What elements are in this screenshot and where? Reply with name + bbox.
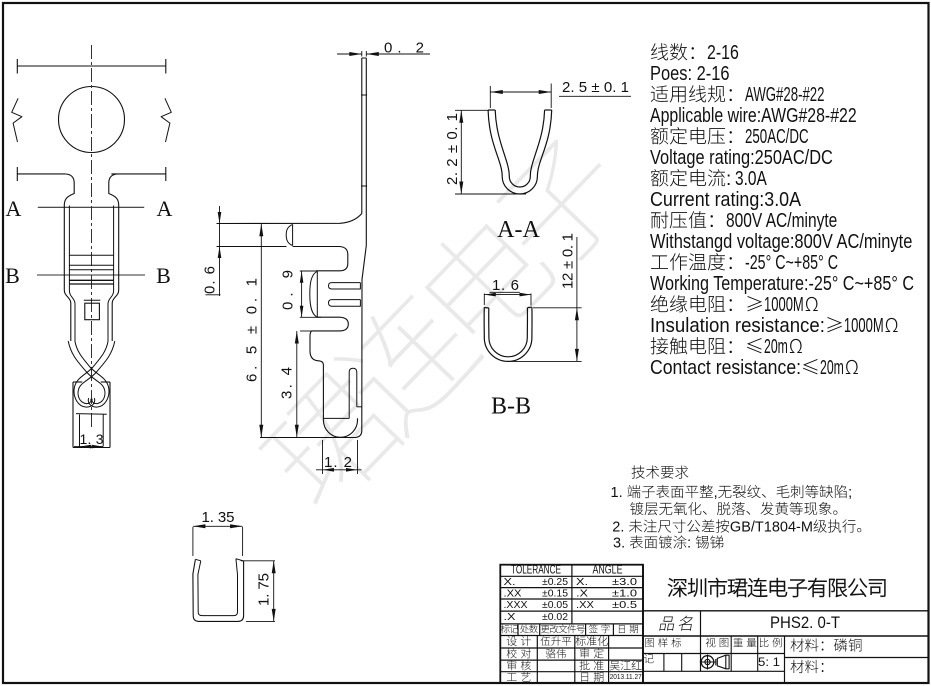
svg-text:批 准: 批 准	[579, 658, 604, 674]
svg-text:线数：: 线数：	[650, 38, 707, 65]
svg-text:.XXX: .XXX	[504, 599, 528, 611]
svg-text:Ω: Ω	[885, 311, 899, 338]
svg-text:X.: X.	[576, 576, 588, 588]
svg-text:1. 3: 1. 3	[80, 431, 104, 447]
svg-text:日 期: 日 期	[617, 622, 639, 636]
svg-text:Applicable wire:AWG#28-#22: Applicable wire:AWG#28-#22	[650, 105, 857, 127]
svg-text:.X: .X	[504, 611, 516, 623]
svg-text:接触电阻：: 接触电阻：	[650, 332, 745, 359]
svg-text:比 例: 比 例	[759, 636, 783, 651]
svg-text:标准化: 标准化	[575, 633, 608, 649]
svg-text:B-B: B-B	[491, 394, 531, 420]
svg-text:Ω: Ω	[805, 290, 819, 317]
svg-text:深圳市珺连电子有限公司: 深圳市珺连电子有限公司	[667, 573, 887, 603]
svg-text:工作温度：: 工作温度：	[650, 248, 745, 275]
svg-text:≤: ≤	[801, 353, 820, 380]
svg-text:2. 未注尺寸公差按GB/T1804-M级执行。: 2. 未注尺寸公差按GB/T1804-M级执行。	[612, 516, 871, 537]
svg-text:镀层无氧化、脱落、发黄等现象。: 镀层无氧化、脱落、发黄等现象。	[630, 498, 848, 519]
svg-text:技术要求: 技术要求	[631, 462, 689, 483]
svg-text:1. 6: 1. 6	[492, 277, 519, 294]
svg-text:1. 35: 1. 35	[202, 509, 235, 526]
svg-text:校 对: 校 对	[506, 646, 531, 662]
svg-text:Current rating:3.0A: Current rating:3.0A	[650, 189, 802, 211]
svg-text:品名: 品名	[657, 611, 699, 635]
svg-text:3. 表面镀涂: 锡锑: 3. 表面镀涂: 锡锑	[613, 532, 724, 553]
svg-text:±3.0: ±3.0	[612, 576, 637, 588]
svg-text:1. 2: 1. 2	[324, 454, 352, 471]
svg-text:AWG#28-#22: AWG#28-#22	[745, 84, 825, 106]
svg-text:±1.0: ±1.0	[612, 587, 637, 599]
svg-text:Ω: Ω	[845, 353, 859, 380]
svg-text:额定电流:: 额定电流:	[650, 164, 731, 191]
svg-text:2-16: 2-16	[707, 42, 739, 64]
svg-text:20m: 20m	[820, 357, 844, 379]
svg-text:≥: ≥	[825, 311, 844, 338]
svg-text:B: B	[156, 263, 171, 288]
svg-text:日 期: 日 期	[579, 669, 604, 685]
svg-text:2013.11.27: 2013.11.27	[610, 672, 642, 681]
svg-text:签 字: 签 字	[589, 622, 611, 636]
svg-text:±0.15: ±0.15	[542, 587, 568, 599]
svg-text:2. 5 ± 0. 1: 2. 5 ± 0. 1	[562, 79, 629, 96]
svg-text:20m: 20m	[764, 336, 788, 358]
svg-text:重 量: 重 量	[733, 636, 757, 651]
svg-text:设 计: 设 计	[506, 633, 531, 649]
svg-text:Withstangd voltage:800V AC/min: Withstangd voltage:800V AC/minyte	[650, 231, 912, 253]
svg-text:0. 6: 0. 6	[202, 266, 219, 294]
svg-text:骆伟: 骆伟	[546, 647, 567, 662]
svg-text:2. 2 ± 0. 1: 2. 2 ± 0. 1	[444, 113, 461, 185]
svg-text:图 样 标: 图 样 标	[644, 636, 681, 651]
svg-text:B: B	[5, 263, 20, 288]
svg-text:1000M: 1000M	[764, 294, 804, 316]
svg-text:A: A	[6, 196, 22, 221]
svg-text:TOLERANCE: TOLERANCE	[511, 565, 561, 577]
svg-text:工 艺: 工 艺	[506, 669, 531, 685]
svg-text:绝缘电阻：: 绝缘电阻：	[650, 290, 745, 317]
svg-text:±0.5: ±0.5	[612, 599, 637, 611]
svg-text:±0.05: ±0.05	[542, 599, 568, 611]
svg-text:ANGLE: ANGLE	[593, 565, 623, 577]
svg-text:±0.02: ±0.02	[542, 611, 568, 623]
svg-text:5: 1: 5: 1	[758, 657, 780, 669]
svg-text:≥: ≥	[745, 290, 764, 317]
svg-text:X.: X.	[504, 576, 516, 588]
svg-text:Insulation resistance:: Insulation resistance:	[650, 315, 825, 337]
svg-text:审 定: 审 定	[579, 646, 604, 662]
svg-text:Voltage rating:250AC/DC: Voltage rating:250AC/DC	[650, 147, 833, 169]
svg-text:PHS2. 0-T: PHS2. 0-T	[770, 613, 840, 632]
svg-text:Poes: 2-16: Poes: 2-16	[650, 63, 730, 85]
svg-text:材料：磷铜: 材料：磷铜	[790, 635, 863, 656]
svg-text:≤: ≤	[745, 332, 764, 359]
svg-text:±0.25: ±0.25	[542, 576, 568, 588]
svg-text:吴江红: 吴江红	[609, 658, 642, 674]
svg-text:审 核: 审 核	[506, 658, 531, 674]
svg-text:更改文件号: 更改文件号	[540, 622, 585, 636]
svg-text:视 图: 视 图	[705, 636, 729, 651]
svg-text:处数: 处数	[520, 622, 539, 636]
svg-text:.XX: .XX	[576, 599, 594, 611]
svg-text:12 ± 0. 1: 12 ± 0. 1	[560, 233, 577, 289]
svg-text:Ω: Ω	[789, 332, 803, 359]
svg-text:耐压值：: 耐压值：	[650, 206, 726, 233]
svg-text:Working Temperature:-25° C~+85: Working Temperature:-25° C~+85° C	[650, 273, 914, 295]
svg-text:6. 5 ± 0. 1: 6. 5 ± 0. 1	[244, 278, 261, 382]
svg-text:标记: 标记	[500, 622, 519, 636]
svg-text:1. 端子表面平整,无裂纹、毛刺等缺陷;: 1. 端子表面平整,无裂纹、毛刺等缺陷;	[611, 481, 853, 502]
svg-text:适用线规：: 适用线规：	[650, 80, 745, 107]
svg-text:A-A: A-A	[497, 217, 540, 243]
svg-text:A: A	[157, 196, 173, 221]
svg-text:250AC/DC: 250AC/DC	[745, 126, 809, 148]
svg-text:3.0A: 3.0A	[735, 168, 767, 190]
svg-text:伍升平: 伍升平	[540, 634, 572, 649]
svg-text:额定电压：: 额定电压：	[650, 122, 745, 149]
svg-text:Contact resistance:: Contact resistance:	[650, 357, 801, 379]
svg-text:.X: .X	[576, 587, 588, 599]
svg-text:1. 75: 1. 75	[256, 573, 273, 606]
svg-text:记: 记	[644, 652, 655, 667]
svg-text:材料：: 材料：	[790, 656, 834, 677]
svg-text:.XX: .XX	[504, 587, 522, 599]
svg-text:800V AC/minyte: 800V AC/minyte	[726, 210, 837, 232]
svg-text:-25° C~+85° C: -25° C~+85° C	[745, 252, 838, 274]
svg-text:1000M: 1000M	[844, 315, 884, 337]
